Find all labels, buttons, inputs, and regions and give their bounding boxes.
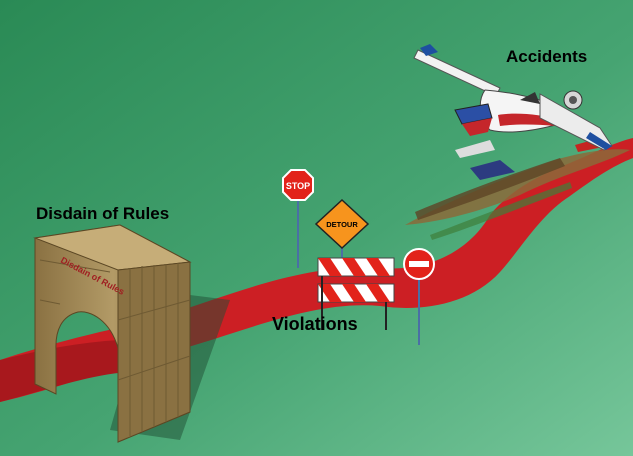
stop-sign-text: STOP — [286, 181, 310, 191]
stop-sign: STOP — [282, 169, 314, 268]
disdain-of-rules-label: Disdain of Rules — [36, 204, 170, 223]
accidents-label: Accidents — [506, 47, 588, 66]
crash-debris — [405, 138, 630, 240]
barricade — [317, 257, 395, 330]
stone-arch: Disdain of Rules — [33, 224, 230, 443]
violations-label: Violations — [272, 314, 358, 334]
no-entry-sign — [403, 248, 435, 345]
road-lower-fold — [0, 340, 130, 402]
detour-sign-text: DETOUR — [326, 220, 358, 229]
detour-sign: DETOUR — [314, 198, 370, 262]
crashed-airplane — [413, 44, 613, 151]
